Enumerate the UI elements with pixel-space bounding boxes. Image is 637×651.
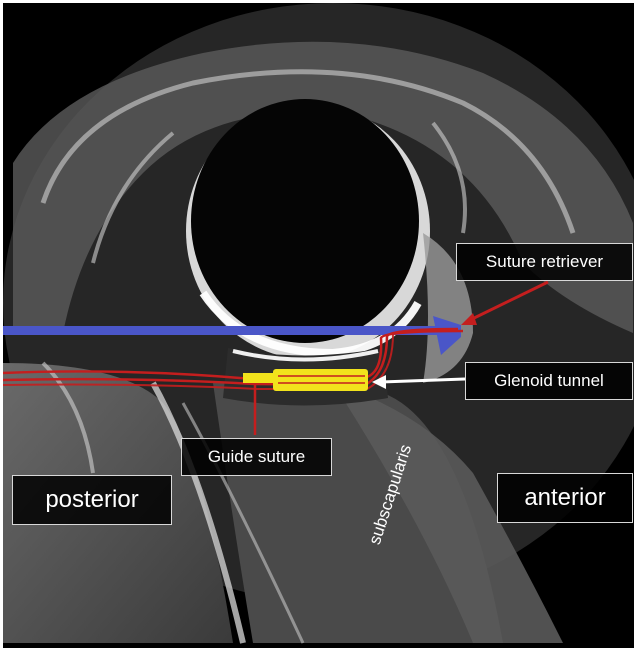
humeral-head	[191, 99, 419, 343]
label-posterior: posterior	[12, 475, 172, 525]
label-guide-suture: Guide suture	[181, 438, 332, 476]
instrument-shaft	[3, 326, 450, 335]
label-anterior: anterior	[497, 473, 633, 523]
label-suture-retriever: Suture retriever	[456, 243, 633, 281]
mri-image-frame: Suture retriever Glenoid tunnel Guide su…	[3, 3, 634, 648]
label-glenoid-tunnel: Glenoid tunnel	[465, 362, 633, 400]
glenoid-tunnel-graft	[273, 369, 368, 391]
mri-scan	[3, 3, 634, 648]
